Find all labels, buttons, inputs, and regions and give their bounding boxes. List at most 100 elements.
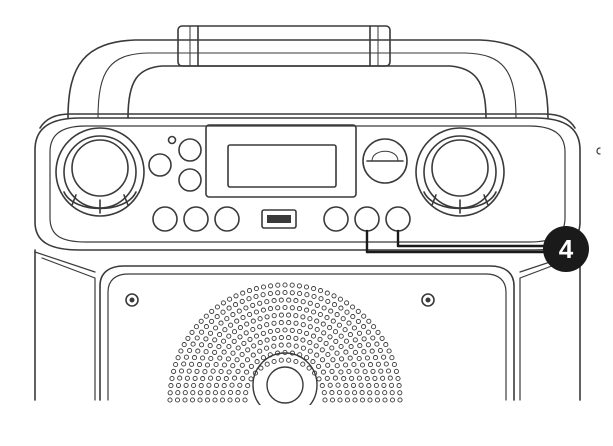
grille-hole bbox=[250, 302, 256, 308]
grille-hole bbox=[203, 324, 209, 330]
grille-hole bbox=[237, 382, 243, 388]
grille-hole bbox=[344, 397, 351, 403]
button-mid-left[interactable] bbox=[148, 153, 172, 177]
grille-hole bbox=[278, 342, 284, 348]
grille-hole bbox=[321, 390, 327, 396]
grille-hole bbox=[300, 345, 306, 351]
grille-hole bbox=[375, 361, 381, 367]
playback-button-1[interactable] bbox=[152, 206, 178, 232]
grille-hole bbox=[289, 290, 295, 296]
grille-hole bbox=[253, 293, 259, 300]
grille-hole bbox=[264, 361, 270, 367]
grille-hole bbox=[220, 309, 226, 315]
function-button-2[interactable] bbox=[354, 206, 380, 232]
grille-hole bbox=[227, 397, 233, 403]
grille-hole bbox=[213, 382, 220, 388]
button-top[interactable] bbox=[178, 138, 202, 162]
grille-hole bbox=[317, 311, 323, 318]
grille-hole bbox=[307, 324, 313, 330]
grille-hole bbox=[307, 348, 313, 354]
left-volume-knob[interactable] bbox=[55, 127, 145, 217]
grille-hole bbox=[329, 345, 335, 351]
usb-port[interactable] bbox=[261, 209, 297, 229]
grille-hole bbox=[304, 292, 310, 298]
grille-hole bbox=[278, 297, 284, 303]
grille-hole bbox=[344, 309, 350, 315]
grille-hole bbox=[221, 349, 227, 355]
button-mid-right[interactable] bbox=[178, 168, 202, 192]
grille-hole bbox=[329, 397, 336, 403]
grille-hole bbox=[227, 296, 233, 302]
grille-hole bbox=[175, 390, 181, 396]
grille-hole bbox=[365, 329, 371, 335]
function-button-1[interactable] bbox=[323, 206, 349, 232]
grille-hole bbox=[230, 350, 236, 356]
grille-hole bbox=[264, 299, 270, 305]
grille-hole bbox=[307, 340, 313, 346]
grille-hole bbox=[227, 389, 234, 396]
mode-knob[interactable] bbox=[362, 138, 408, 184]
grille-hole bbox=[340, 316, 346, 322]
speaker-body bbox=[34, 249, 581, 401]
grille-hole bbox=[278, 320, 284, 326]
grille-hole bbox=[171, 368, 177, 374]
grille-hole bbox=[286, 335, 292, 341]
grille-hole bbox=[374, 390, 380, 396]
grille-hole bbox=[355, 318, 361, 324]
grille-hole bbox=[212, 390, 218, 396]
grille-hole bbox=[275, 305, 281, 311]
grille-hole bbox=[271, 358, 277, 365]
grille-hole bbox=[377, 347, 383, 354]
grille-hole bbox=[231, 338, 237, 344]
screw-left-center bbox=[129, 297, 135, 303]
grille-hole bbox=[271, 320, 277, 326]
grille-hole bbox=[212, 397, 218, 403]
grille-hole bbox=[356, 375, 362, 381]
grille-hole bbox=[218, 368, 224, 375]
grille-hole bbox=[286, 320, 292, 326]
grille-hole bbox=[383, 361, 389, 367]
grille-hole bbox=[189, 361, 195, 367]
grille-hole bbox=[235, 368, 241, 374]
grille-hole bbox=[193, 324, 199, 330]
grille-hole bbox=[232, 375, 238, 381]
grille-hole bbox=[257, 316, 263, 322]
grille-hole bbox=[319, 383, 325, 389]
grille-hole bbox=[253, 309, 259, 315]
grille-hole bbox=[246, 296, 252, 302]
grille-hole bbox=[391, 361, 397, 368]
grille-hole bbox=[365, 342, 371, 348]
grille-hole bbox=[385, 368, 392, 374]
grille-hole bbox=[228, 322, 234, 328]
grille-hole bbox=[293, 335, 299, 341]
grille-hole bbox=[289, 305, 295, 311]
carry-handle bbox=[67, 25, 549, 119]
right-volume-knob[interactable] bbox=[415, 127, 505, 217]
speaker-grille bbox=[167, 282, 403, 403]
grille-hole bbox=[356, 355, 362, 362]
grille-hole bbox=[361, 324, 367, 330]
grille-hole bbox=[190, 341, 196, 347]
function-button-3[interactable] bbox=[385, 206, 411, 232]
playback-button-2[interactable] bbox=[183, 206, 209, 232]
grille-hole bbox=[247, 311, 253, 318]
grille-hole bbox=[223, 376, 229, 382]
grille-hole bbox=[335, 382, 341, 388]
grille-hole bbox=[323, 340, 329, 346]
body-right-inner bbox=[519, 257, 574, 401]
grille-hole bbox=[322, 397, 328, 403]
grille-hole bbox=[275, 290, 281, 296]
screw-right bbox=[421, 293, 435, 307]
grille-hole bbox=[397, 397, 403, 403]
grille-hole bbox=[358, 382, 364, 388]
grille-hole bbox=[278, 312, 284, 318]
grille-hole bbox=[311, 309, 317, 315]
playback-button-3[interactable] bbox=[214, 206, 240, 232]
grille-hole bbox=[245, 347, 251, 353]
grille-hole bbox=[257, 348, 263, 354]
grille-hole bbox=[350, 314, 356, 320]
grille-hole bbox=[282, 289, 288, 296]
grille-hole bbox=[212, 337, 218, 343]
grille-hole bbox=[183, 354, 189, 360]
